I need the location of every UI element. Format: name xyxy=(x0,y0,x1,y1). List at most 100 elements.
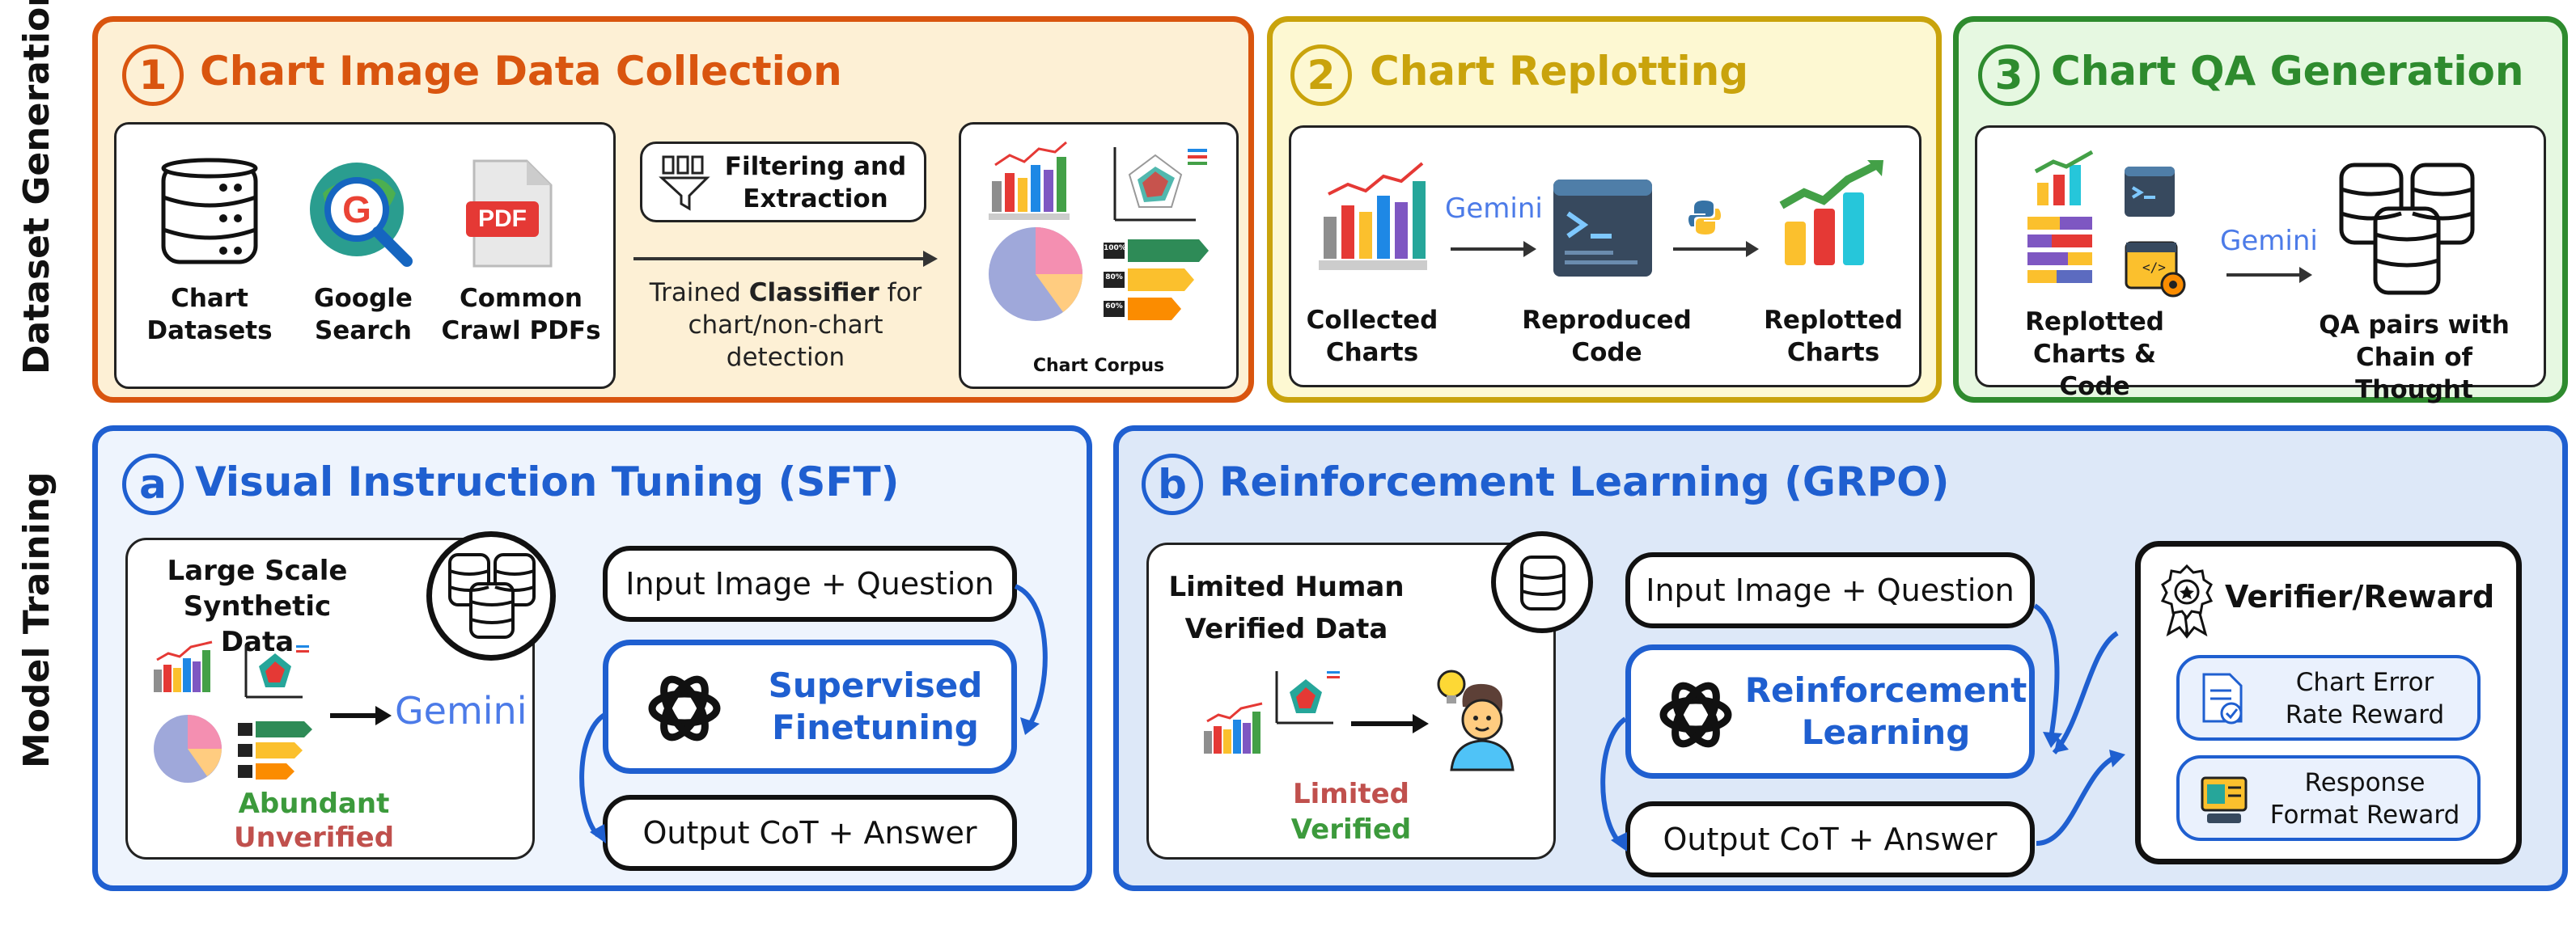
databases-icon xyxy=(2339,163,2475,295)
google-search-icon: G xyxy=(310,163,413,267)
panel-title: Chart QA Generation xyxy=(2051,48,2524,95)
chart-corpus-label: Chart Corpus xyxy=(1032,356,1165,376)
gemini-logo-text: Gemini xyxy=(395,689,527,733)
openai-logo-icon xyxy=(648,675,721,742)
flow-arrows-sft xyxy=(579,584,1048,843)
filtering-extraction-label: Filtering and Extraction xyxy=(724,152,907,213)
funnel-filter-icon xyxy=(659,155,710,211)
code-file-icon: </> xyxy=(2125,241,2186,298)
flow-arrows-rl xyxy=(1600,603,2125,851)
panel-reinforcement-learning: b Reinforcement Learning (GRPO) Limited … xyxy=(1113,425,2568,891)
database-icon xyxy=(161,158,258,264)
human-annotator-icon xyxy=(1437,670,1515,771)
filtering-extraction-box: Filtering and Extraction xyxy=(640,142,926,222)
collected-chart-icon xyxy=(1319,162,1427,270)
response-format-reward-label: Response Format Reward xyxy=(2269,768,2460,830)
panel-chart-image-data-collection: 1 Chart Image Data Collection Chart Data… xyxy=(92,16,1254,403)
bar-chart-icon xyxy=(989,141,1070,220)
human-verified-data-box: Limited Human Verified Data Limited xyxy=(1146,543,1556,860)
percent-tag-80: 80% xyxy=(1105,273,1123,281)
step-number-badge: 1 xyxy=(122,44,184,106)
arrow-to-qa-pairs xyxy=(2226,267,2312,283)
synthetic-data-title: Large Scale Synthetic Data xyxy=(167,555,348,658)
percent-tag-60: 60% xyxy=(1105,302,1123,311)
svg-text:G: G xyxy=(342,188,371,230)
data-sources-box: Chart Datasets G Google Search PDF Commo… xyxy=(114,122,616,389)
source-label-chart-datasets: Chart Datasets xyxy=(146,284,273,345)
panel-title: Reinforcement Learning (GRPO) xyxy=(1219,458,1950,505)
panel-visual-instruction-tuning: a Visual Instruction Tuning (SFT) Large … xyxy=(92,425,1092,891)
database-badge xyxy=(426,531,556,661)
panel-chart-qa-generation: 3 Chart QA Generation </> Gemin xyxy=(1953,16,2568,404)
output-cot-answer-box: Output CoT + Answer xyxy=(1625,801,2035,877)
panel-title: Visual Instruction Tuning (SFT) xyxy=(195,458,900,505)
verifier-reward-title: Verifier/Reward xyxy=(2225,579,2495,615)
chart-corpus-box: 100% 80% 60% Chart Corpus xyxy=(959,122,1239,389)
verifier-reward-box: Verifier/Reward Chart Error Rate Reward … xyxy=(2135,541,2522,864)
pie-chart-icon xyxy=(154,715,222,783)
human-verified-data-title: Limited Human Verified Data xyxy=(1168,571,1405,645)
step-letter-badge: a xyxy=(122,454,184,515)
chart-error-rate-reward-box: Chart Error Rate Reward xyxy=(2176,655,2481,741)
input-image-question-box: Input Image + Question xyxy=(1625,552,2035,628)
step-label-replotted-charts: Replotted Charts xyxy=(1764,306,1903,367)
supervised-finetuning-box: Supervised Finetuning xyxy=(603,640,1017,774)
arrow-to-annotator xyxy=(1351,714,1429,733)
replotting-flow-box: Collected Charts Gemini Reproduced Code xyxy=(1289,125,1921,387)
source-label-common-crawl-pdfs: Common Crawl PDFs xyxy=(441,284,601,345)
document-check-icon xyxy=(2202,673,2243,725)
step-letter-badge: b xyxy=(1142,454,1203,515)
step-label-collected-charts: Collected Charts xyxy=(1306,306,1438,367)
pdf-file-icon xyxy=(466,159,553,268)
gemini-logo-text: Gemini xyxy=(2220,225,2318,257)
supervised-finetuning-label: Supervised Finetuning xyxy=(768,665,983,747)
openai-logo-icon xyxy=(1659,682,1732,748)
arrow-to-code xyxy=(1451,241,1536,257)
qa-pairs-label: QA pairs with Chain of Thought xyxy=(2319,311,2510,404)
replotted-chart-small-icon xyxy=(2034,150,2094,205)
reinforcement-learning-label: Reinforcement Learning xyxy=(1744,670,2027,752)
database-badge xyxy=(1491,531,1593,633)
code-editor-icon xyxy=(1553,180,1652,277)
replotted-chart-icon xyxy=(1779,160,1883,265)
arrow-to-gemini xyxy=(330,706,392,725)
unverified-label: Unverified xyxy=(233,822,395,854)
bar-chart-icon xyxy=(1204,702,1263,754)
pie-chart-icon xyxy=(989,227,1083,321)
step-number-badge: 3 xyxy=(1978,44,2040,106)
radar-chart-icon xyxy=(1113,147,1207,222)
horizontal-bar-chart-icon xyxy=(1104,239,1209,320)
replotted-charts-code-label: Replotted Charts & Code xyxy=(2025,307,2164,401)
panel-chart-replotting: 2 Chart Replotting Collected Charts Gemi… xyxy=(1267,16,1942,403)
panel-title: Chart Image Data Collection xyxy=(200,48,842,95)
dataset-generation-label: Dataset Generation xyxy=(16,0,57,374)
panel-title: Chart Replotting xyxy=(1370,48,1749,95)
python-logo-icon xyxy=(1688,201,1721,234)
code-window-icon xyxy=(2125,167,2175,217)
reinforcement-learning-box: Reinforcement Learning xyxy=(1625,644,2035,779)
radar-chart-icon xyxy=(244,645,309,699)
horizontal-bar-chart-icon xyxy=(238,721,312,780)
format-screen-icon xyxy=(2201,776,2248,823)
percent-tag-100: 100% xyxy=(1104,244,1126,252)
pdf-tag-text: PDF xyxy=(478,205,527,232)
award-badge-icon xyxy=(2160,564,2214,639)
step-number-badge: 2 xyxy=(1290,44,1352,106)
arrow-to-replotted xyxy=(1673,241,1759,257)
database-icon xyxy=(1520,556,1566,611)
verified-label: Verified xyxy=(1290,813,1412,846)
svg-text:</>: </> xyxy=(2142,260,2166,275)
source-label-google-search: Google Search xyxy=(314,284,413,345)
output-cot-answer-box: Output CoT + Answer xyxy=(603,795,1017,871)
limited-label: Limited xyxy=(1292,778,1410,810)
abundant-label: Abundant xyxy=(238,788,390,820)
step-label-reproduced-code: Reproduced Code xyxy=(1522,306,1692,367)
gemini-logo-text: Gemini xyxy=(1445,192,1543,225)
stacked-bar-icon xyxy=(2027,217,2092,283)
radar-chart-icon xyxy=(1275,671,1340,725)
arrow-to-corpus xyxy=(633,251,938,267)
databases-icon xyxy=(448,553,536,639)
response-format-reward-box: Response Format Reward xyxy=(2176,755,2481,841)
model-training-label: Model Training xyxy=(16,471,57,768)
classifier-description: Trained Classifier for chart/non-chart d… xyxy=(649,278,922,372)
